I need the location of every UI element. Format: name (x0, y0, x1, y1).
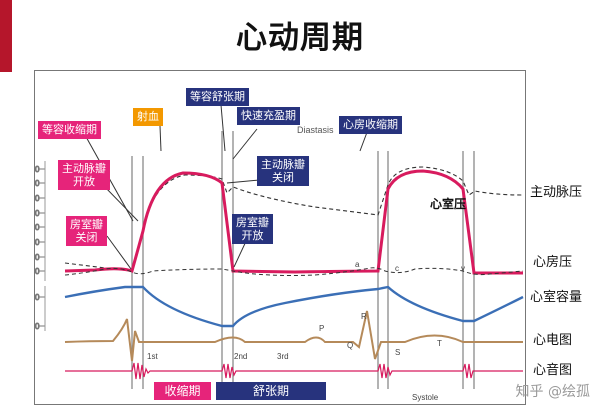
cardiac-cycle-diagram: 0 0 0 0 0 0 0 0 0 0 (35, 104, 524, 402)
wave-p-label: P (319, 324, 324, 333)
right-label-ventricular-volume: 心室容量 (530, 290, 583, 305)
phase-systole-bar: 收缩期 (154, 382, 211, 400)
heart-sound-first: 1st (147, 352, 158, 361)
axis-tick: 0 (35, 267, 40, 276)
axis-tick: 0 (35, 223, 40, 232)
axis-tick: 0 (35, 194, 40, 203)
ecg-curve (64, 310, 523, 362)
watermark: 知乎 @绘孤 (515, 384, 590, 400)
atrial-pressure-curve (64, 267, 524, 276)
label-atrial-systole: 心房收缩期 (339, 116, 402, 134)
ventricular-volume-curve (64, 285, 524, 328)
wave-q-label: Q (347, 341, 353, 350)
page-title: 心动周期 (236, 20, 364, 56)
phase-diastole-bar: 舒张期 (216, 382, 326, 400)
label-arrows (84, 104, 370, 270)
label-isovolumetric-contraction: 等容收缩期 (38, 121, 101, 139)
phonocardiogram-curve (65, 362, 523, 380)
ventricular-pressure-label: 心室压 (430, 196, 466, 211)
axis-tick: 0 (35, 165, 40, 174)
wave-c-label: c (395, 264, 399, 273)
ventricular-pressure-curve (64, 169, 523, 275)
axis-tick: 0 (35, 293, 40, 302)
axis-tick: 0 (35, 209, 40, 218)
wave-t-label: T (437, 339, 442, 348)
diastasis-label: Diastasis (297, 125, 334, 135)
wave-s-label: S (395, 348, 400, 357)
systole-label: Systole (412, 393, 439, 402)
right-label-atrial-pressure: 心房压 (533, 255, 573, 270)
left-axis: 0 0 0 0 0 0 0 0 0 0 (35, 161, 46, 332)
label-av-valve-open: 房室瓣 开放 (232, 214, 273, 244)
label-isovolumetric-relaxation: 等容舒张期 (186, 88, 249, 106)
heart-sound-third: 3rd (277, 352, 289, 361)
axis-tick: 0 (35, 238, 40, 247)
title-accent-bar (0, 0, 12, 72)
wave-a-label: a (355, 260, 360, 269)
wave-r-label: R (361, 312, 367, 321)
right-label-ecg: 心电图 (533, 333, 573, 348)
right-label-phonocardiogram: 心音图 (533, 363, 573, 378)
wave-v-label: v (461, 264, 465, 273)
label-rapid-filling: 快速充盈期 (237, 107, 300, 125)
label-ejection: 射血 (133, 108, 163, 126)
axis-tick: 0 (35, 322, 40, 331)
label-av-valve-close: 房室瓣 关闭 (66, 216, 107, 246)
axis-tick: 0 (35, 179, 40, 188)
diagram-frame: 0 0 0 0 0 0 0 0 0 0 (34, 70, 526, 405)
axis-tick: 0 (35, 253, 40, 262)
label-aortic-valve-close: 主动脉瓣 关闭 (257, 156, 309, 186)
label-aortic-valve-open: 主动脉瓣 开放 (58, 160, 110, 190)
right-label-aortic-pressure: 主动脉压 (530, 185, 583, 200)
heart-sound-second: 2nd (234, 352, 247, 361)
aortic-pressure-curve (64, 166, 524, 272)
